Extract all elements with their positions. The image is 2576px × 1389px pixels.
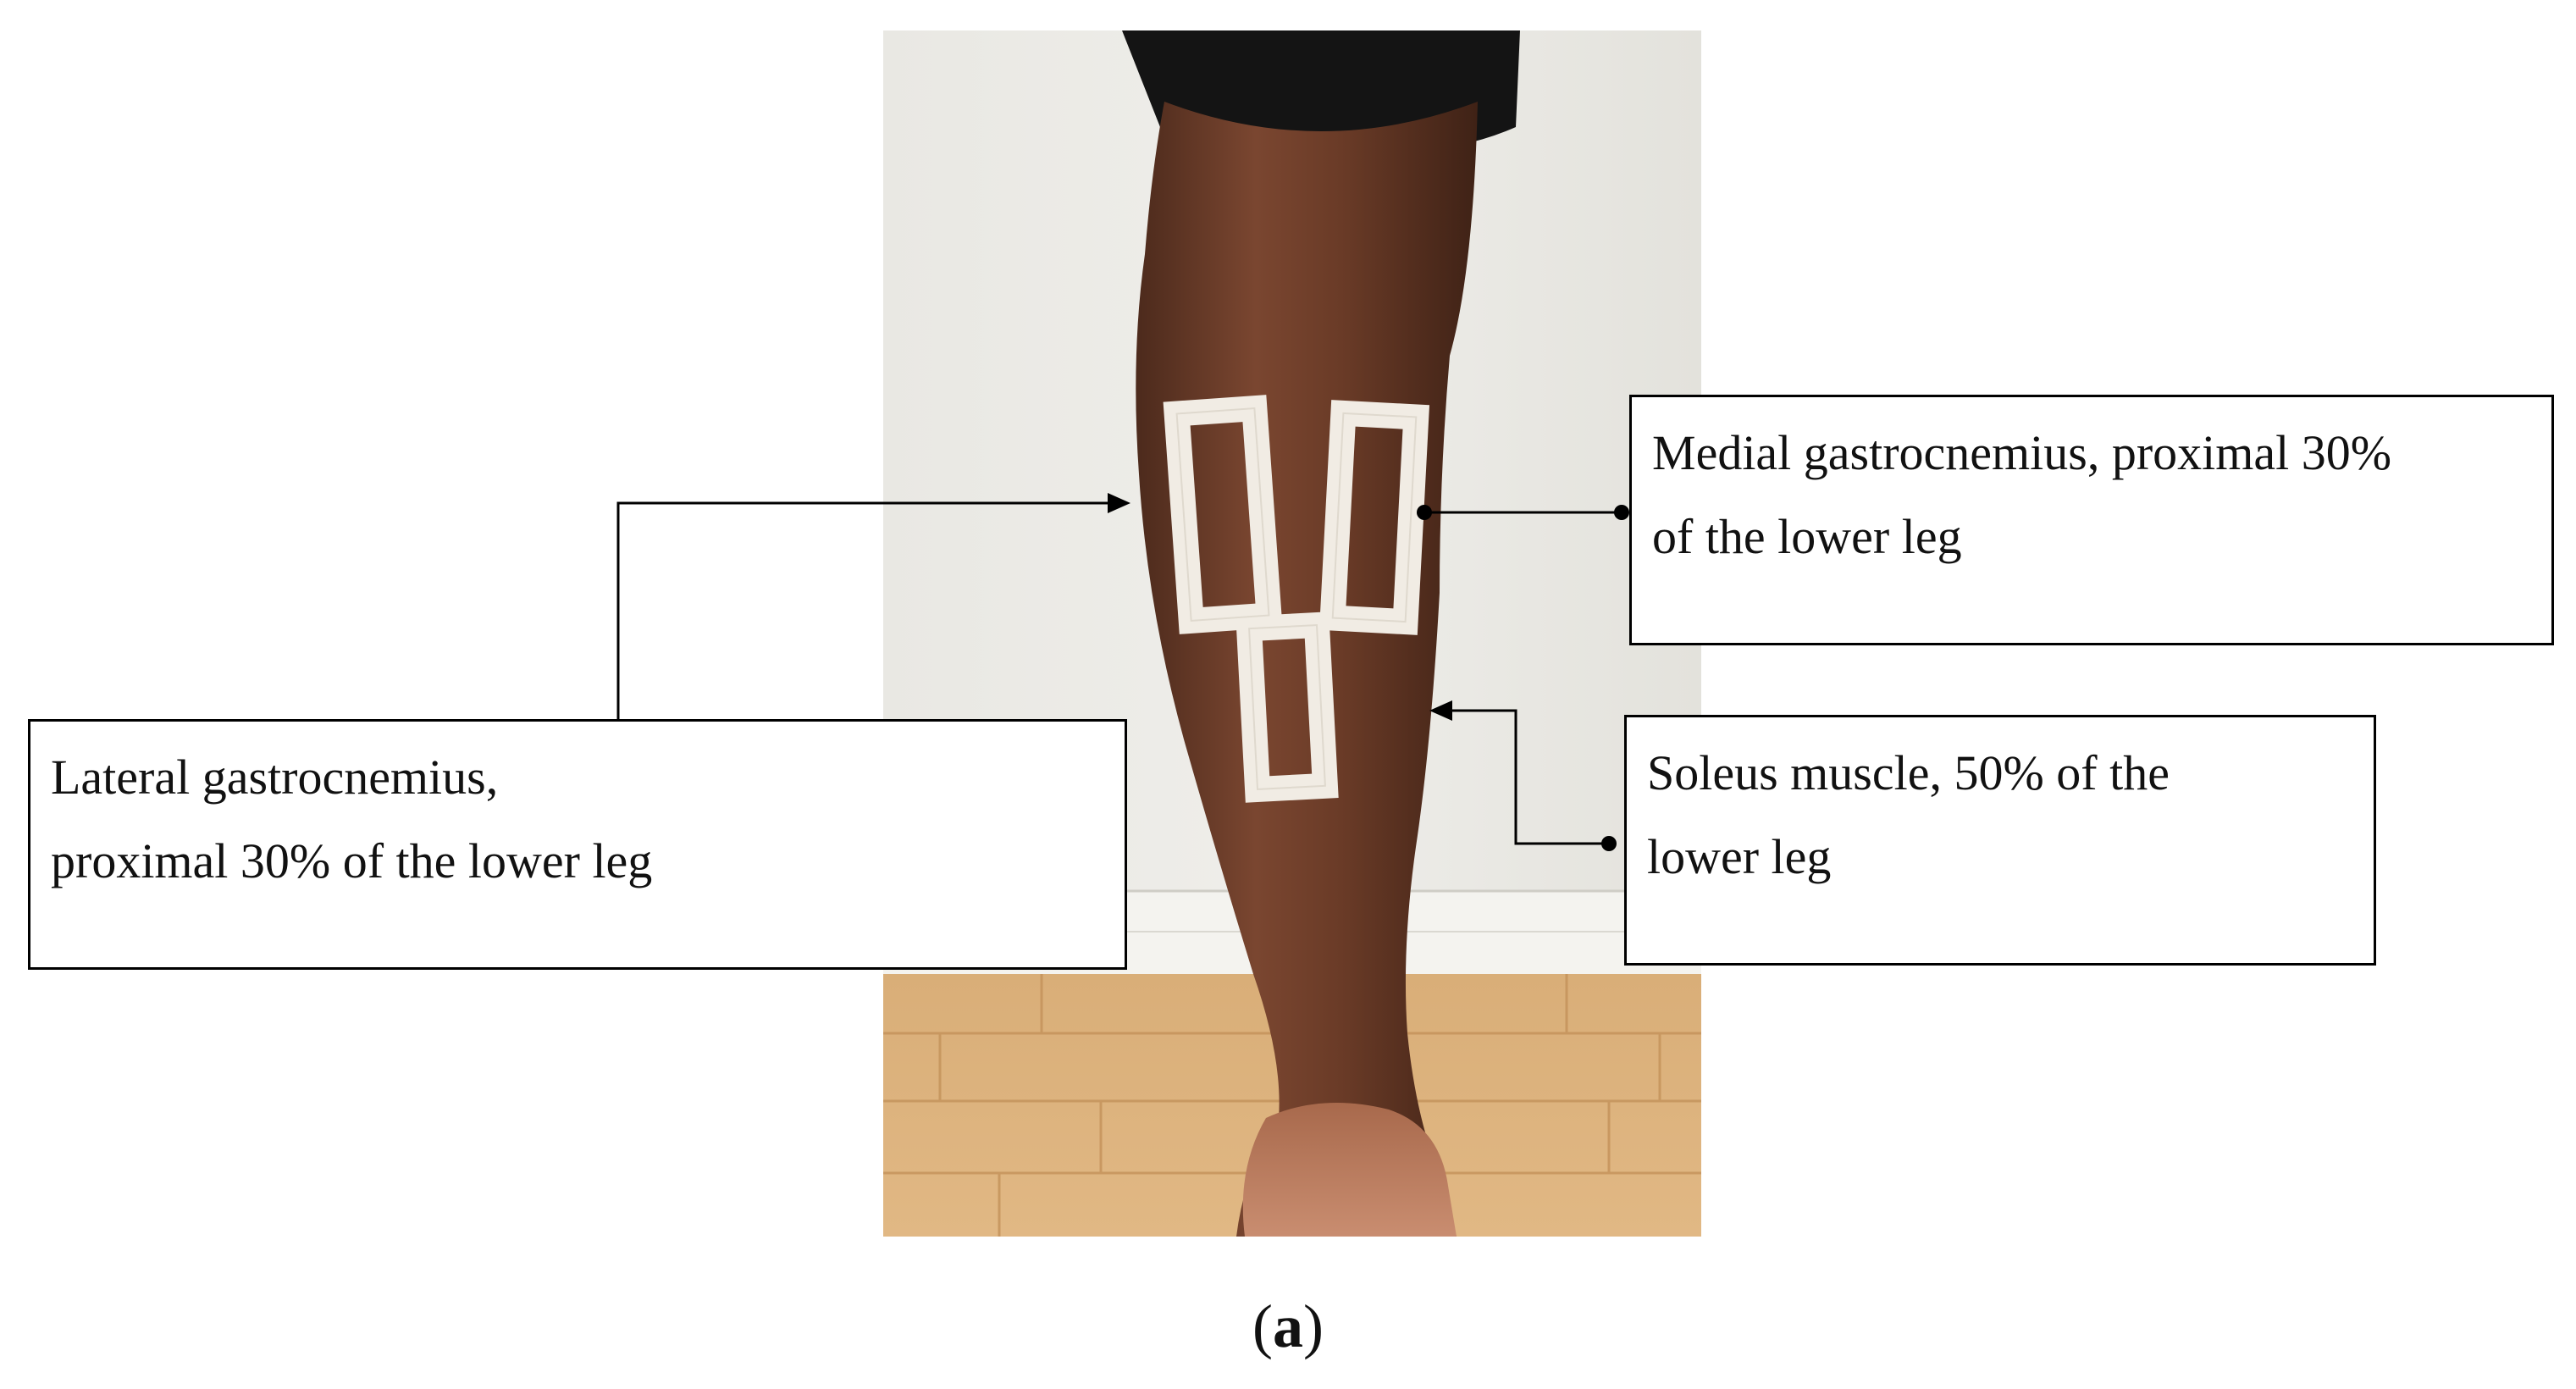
dot-medial-box [1614, 505, 1629, 520]
callout-medial-line1: Medial gastrocnemius, proximal 30% [1652, 425, 2392, 480]
leader-line-soleus [1448, 709, 1609, 845]
callout-medial-gastrocnemius: Medial gastrocnemius, proximal 30% of th… [1629, 395, 2554, 645]
callout-lateral-line1: Lateral gastrocnemius, [51, 750, 499, 805]
callout-lateral-gastrocnemius: Lateral gastrocnemius, proximal 30% of t… [28, 719, 1127, 970]
heel [1242, 1103, 1457, 1237]
panel-label-close: ) [1303, 1292, 1324, 1360]
arrowhead-soleus [1429, 700, 1452, 721]
dot-soleus-box [1601, 836, 1617, 851]
leg-photograph [883, 30, 1701, 1237]
leader-dots [1417, 505, 1629, 851]
callout-soleus-line1: Soleus muscle, 50% of the [1647, 745, 2170, 800]
callout-medial-line2: of the lower leg [1652, 509, 1962, 564]
callout-soleus-line2: lower leg [1647, 829, 1832, 884]
leader-line-lateral [616, 501, 1114, 719]
dot-medial-leg [1417, 505, 1432, 520]
panel-label-letter: a [1273, 1292, 1303, 1360]
arrowhead-lateral [1108, 493, 1130, 513]
callout-lateral-line2: proximal 30% of the lower leg [51, 833, 653, 888]
panel-label-open: ( [1252, 1292, 1273, 1360]
panel-label: (a) [1203, 1292, 1373, 1362]
callout-soleus-muscle: Soleus muscle, 50% of the lower leg [1624, 715, 2376, 966]
leader-lines [616, 493, 1622, 845]
